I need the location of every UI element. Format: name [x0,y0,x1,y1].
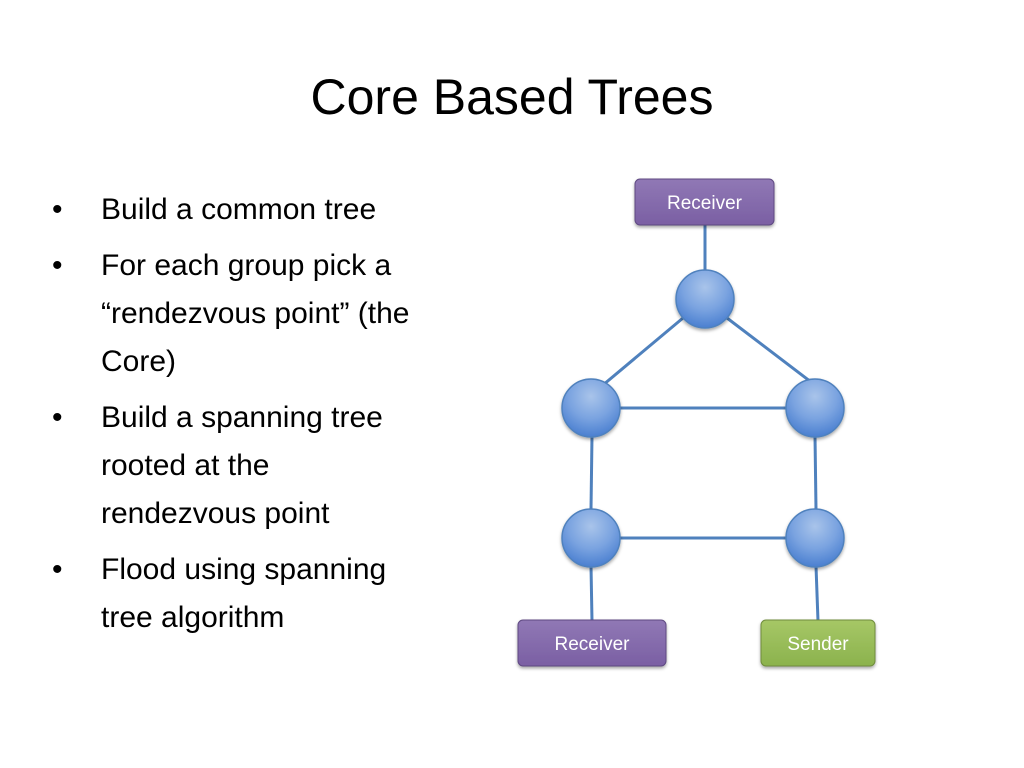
bullet-line: rooted at the [101,449,270,482]
bullet-item: • For each group pick a “rendezvous poin… [52,242,502,386]
edges [589,224,820,622]
edge-core-left [602,316,684,387]
slide-title: Core Based Trees [310,69,714,125]
bullet-line: rendezvous point [101,497,330,530]
bullet-line: Build a spanning tree [101,401,383,434]
edge-low-right-sender [814,565,820,622]
sender-label: Sender [787,634,849,655]
bottom-receiver-box: Receiver [517,619,667,667]
top-receiver-label: Receiver [667,193,743,214]
bullet-list: • Build a common tree • For each group p… [52,186,502,650]
bullet-item: • Flood using spanning tree algorithm [52,546,502,642]
router-node [561,378,621,438]
nodes [561,269,845,568]
bullet-marker: • [52,401,63,434]
edge-low-left-receiver [589,565,594,622]
sender-box: Sender [760,619,876,667]
edge-core-right [726,316,816,387]
router-node [785,378,845,438]
bullet-line: Flood using spanning [101,553,387,586]
bullet-line: For each group pick a [101,249,392,282]
bullet-marker: • [52,193,63,226]
bottom-receiver-label: Receiver [555,634,631,655]
bullet-line: Core) [101,345,177,378]
router-node [561,508,621,568]
core-node [675,269,735,329]
bullet-item: • Build a spanning tree rooted at the re… [52,394,502,538]
edge-left-vertical [589,435,594,510]
bullet-marker: • [52,553,63,586]
router-node [785,508,845,568]
bullet-marker: • [52,249,63,282]
bullet-line: Build a common tree [101,193,377,226]
edge-right-vertical [813,435,818,510]
top-receiver-box: Receiver [634,178,775,226]
bullet-item: • Build a common tree [52,186,502,234]
bullet-line: tree algorithm [101,601,285,634]
bullet-line: “rendezvous point” (the [101,297,410,330]
